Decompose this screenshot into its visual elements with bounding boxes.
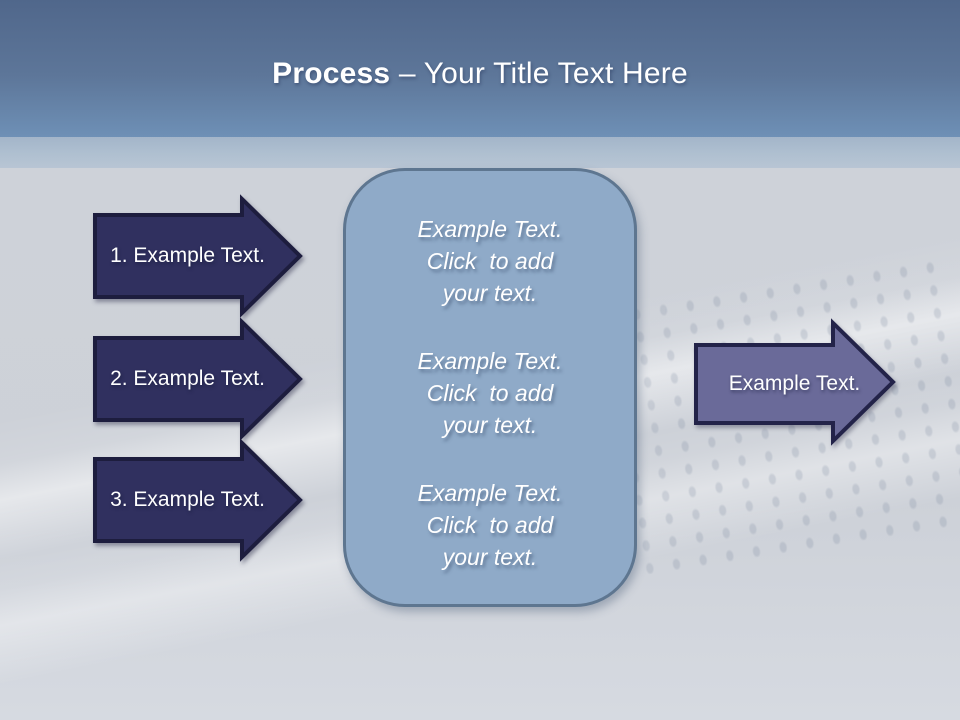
header-band: Process – Your Title Text Here	[0, 0, 960, 137]
panel-text-line: your text.	[442, 544, 538, 570]
result-arrow-label: Example Text.	[728, 372, 861, 395]
panel-text-line: Click to add	[426, 380, 554, 406]
panel-text-line: your text.	[442, 280, 538, 306]
slide-title-subtitle: – Your Title Text Here	[390, 57, 688, 90]
result-arrow[interactable]: Example Text.	[694, 318, 896, 446]
panel-text-line: Example Text.	[417, 348, 563, 374]
right-arrow-shape-icon	[694, 318, 896, 446]
panel-text-block-3: Example Text. Click to add your text.	[364, 477, 616, 573]
panel-text-block-1: Example Text. Click to add your text.	[364, 213, 616, 309]
process-step-arrow-1[interactable]: 1. Example Text.	[93, 194, 303, 318]
center-text-panel[interactable]: Example Text. Click to add your text. Ex…	[343, 168, 637, 607]
right-arrow-shape-icon	[93, 194, 303, 318]
arrow-3-label: 3. Example Text.	[110, 488, 265, 511]
panel-text-line: Click to add	[426, 512, 554, 538]
right-arrow-shape-icon	[93, 317, 303, 441]
header-divider-band	[0, 137, 960, 168]
slide-title[interactable]: Process – Your Title Text Here	[0, 52, 960, 96]
panel-text-line: your text.	[442, 412, 538, 438]
panel-text-line: Click to add	[426, 248, 554, 274]
panel-text-block-2: Example Text. Click to add your text.	[364, 345, 616, 441]
right-arrow-shape-icon	[93, 438, 303, 562]
panel-text-line: Example Text.	[417, 216, 563, 242]
arrow-1-label: 1. Example Text.	[110, 244, 265, 267]
arrow-2-label: 2. Example Text.	[110, 367, 265, 390]
panel-text-line: Example Text.	[417, 480, 563, 506]
slide-title-keyword: Process	[272, 57, 391, 90]
process-step-arrow-2[interactable]: 2. Example Text.	[93, 317, 303, 441]
process-step-arrow-3[interactable]: 3. Example Text.	[93, 438, 303, 562]
